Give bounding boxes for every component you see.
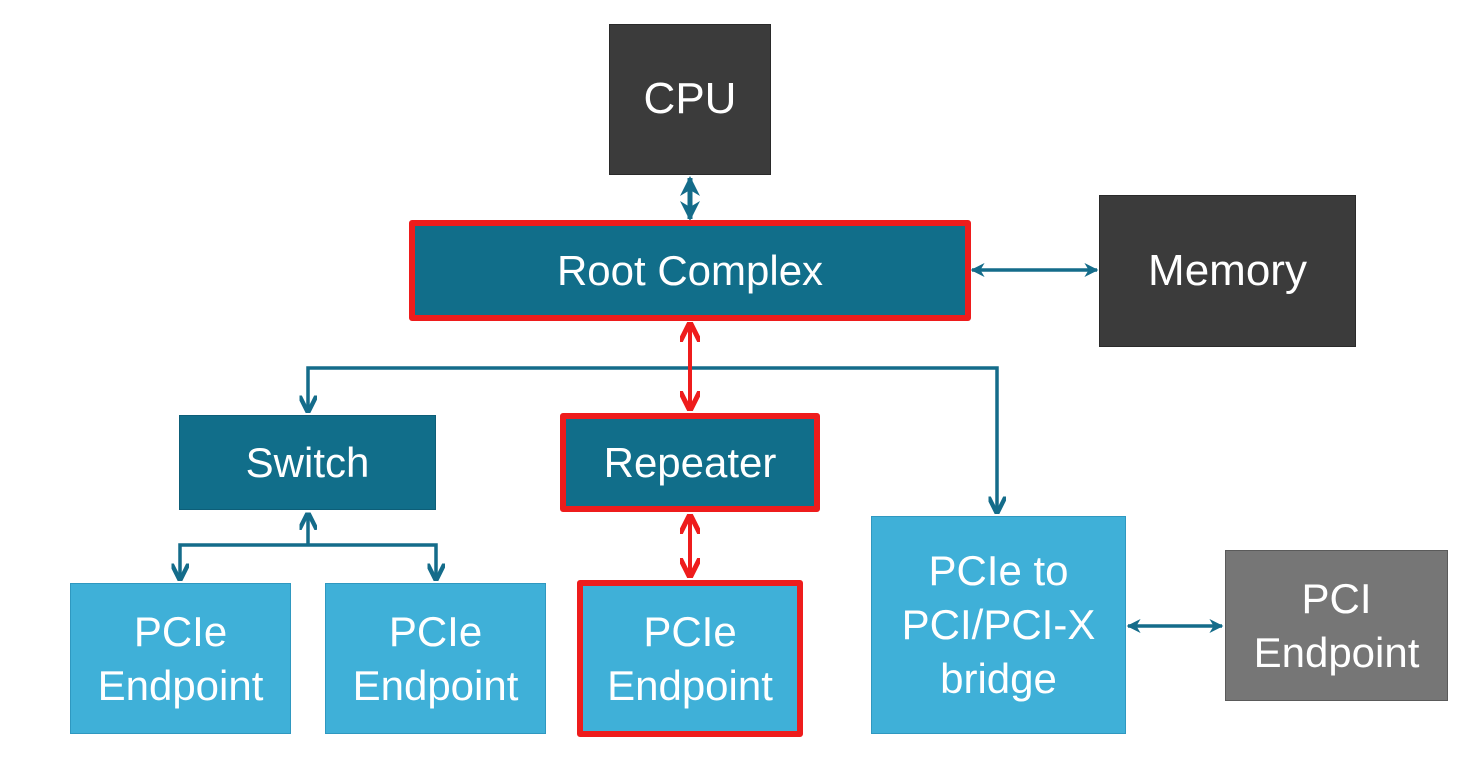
node-label-line: Root Complex <box>556 246 824 294</box>
link-bus-to-bridge <box>690 366 997 512</box>
node-label-line: Repeater <box>603 438 777 486</box>
node-label-line: PCI/PCI-X <box>901 601 1096 649</box>
node-label-line: Endpoint <box>607 661 773 709</box>
pci-endpoint-node: PCI Endpoint <box>1225 550 1448 701</box>
node-label-line: PCI <box>1301 574 1372 622</box>
node-label-line: Endpoint <box>352 661 519 709</box>
node-label-line: PCIe <box>133 607 228 655</box>
node-label-line: Switch <box>245 438 370 486</box>
node-label-line: PCIe <box>388 607 483 655</box>
node-label-line: PCIe <box>643 607 737 655</box>
link-switch-to-endpoint-1 <box>180 543 308 579</box>
node-label-line: Memory <box>1148 245 1307 295</box>
pcie-to-pci-bridge-node: PCIe to PCI/PCI-X bridge <box>871 516 1126 734</box>
repeater-node: Repeater <box>560 413 820 512</box>
memory-node: Memory <box>1099 195 1356 347</box>
node-label-line: CPU <box>643 74 737 124</box>
cpu-node: CPU <box>609 24 771 175</box>
link-bus-to-switch <box>308 366 690 411</box>
link-switch-to-endpoint-2 <box>308 543 436 579</box>
node-label-line: Endpoint <box>97 661 264 709</box>
node-label-line: PCIe to <box>928 547 1069 595</box>
root-complex-node: Root Complex <box>409 220 971 321</box>
switch-node: Switch <box>179 415 436 510</box>
node-label-line: Endpoint <box>1253 628 1420 676</box>
node-label-line: bridge <box>940 654 1057 702</box>
